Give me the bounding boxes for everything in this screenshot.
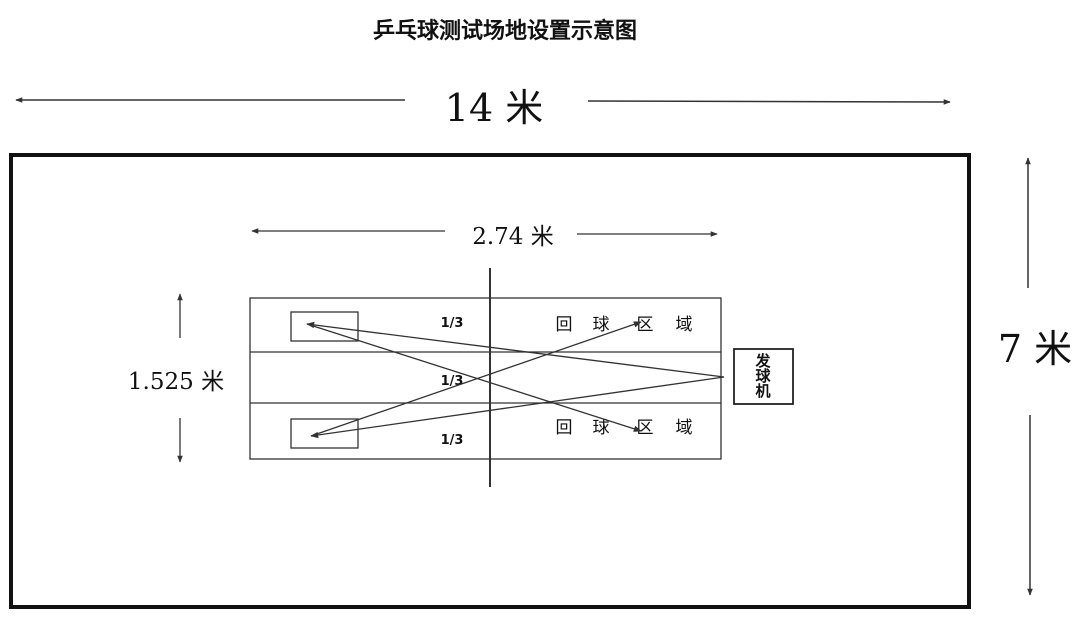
table-length-label: 2.74 米 — [472, 224, 554, 250]
serve-trajectory-bottom — [310, 376, 725, 439]
zone-char: 域 — [676, 315, 693, 335]
table-width-label: 1.525 米 — [128, 369, 224, 395]
zone-char: 回 — [556, 315, 573, 335]
target-box-bottom — [290, 418, 359, 449]
serve-machine-box — [733, 348, 794, 405]
zone-char: 回 — [556, 418, 573, 438]
serve-machine-label-line3: 机 — [755, 382, 770, 400]
zone-char: 区 — [637, 315, 654, 335]
serve-trajectory-top — [306, 321, 725, 378]
field-border — [9, 153, 971, 609]
table-outline — [249, 297, 722, 460]
zone-char: 区 — [637, 418, 654, 438]
serve-machine-label-line1: 发 — [754, 352, 771, 370]
target-box-top — [290, 311, 359, 342]
field-width-dimension: 7 米 — [998, 157, 1072, 596]
field-length-dimension: 14 米 — [15, 86, 951, 130]
trajectories — [306, 321, 725, 439]
serve-machine-label-line2: 球 — [755, 367, 771, 385]
serve-machine: 发 球 机 — [733, 348, 794, 405]
field-length-label: 14 米 — [445, 86, 543, 130]
diagram-title: 乒乓球测试场地设置示意图 — [373, 18, 637, 44]
zone-char: 球 — [593, 418, 610, 438]
return-trajectory-to-top-zone — [310, 321, 642, 437]
field-length-arrow-right — [587, 99, 951, 105]
zone-char: 域 — [676, 418, 693, 438]
table-tennis-table: 1/3 1/3 1/3 — [249, 268, 722, 487]
table-length-dimension: 2.74 米 — [251, 224, 718, 250]
fraction-label-top: 1/3 — [441, 316, 464, 331]
return-trajectory-to-bottom-zone — [306, 323, 642, 432]
zone-char: 球 — [593, 315, 610, 335]
return-zone-bottom-label: 回 球 区 域 — [556, 418, 693, 438]
return-zone-top-label: 回 球 区 域 — [556, 315, 693, 335]
table-width-dimension: 1.525 米 — [128, 293, 224, 463]
fraction-label-bottom: 1/3 — [441, 433, 464, 448]
field-width-label: 7 米 — [998, 327, 1072, 371]
